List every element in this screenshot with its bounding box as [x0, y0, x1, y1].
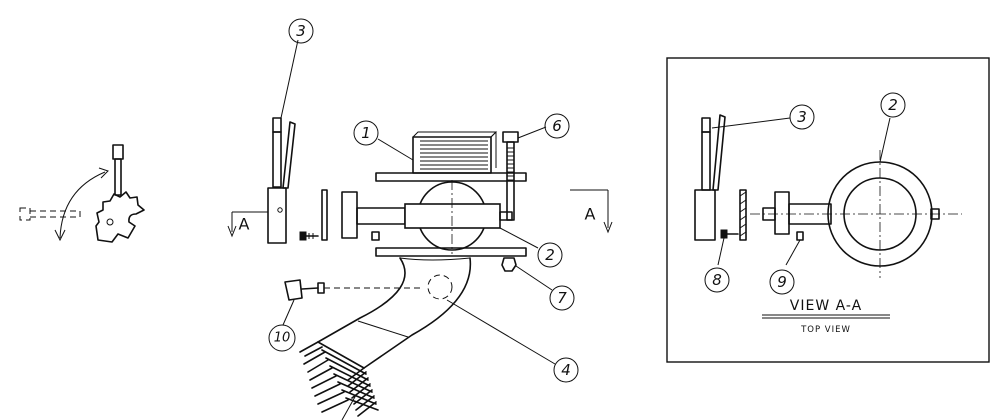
section-mark-right: A	[585, 205, 596, 224]
part-6-bolt	[502, 126, 547, 221]
svg-text:9: 9	[777, 273, 787, 291]
inset-callout-2: 2	[880, 92, 906, 118]
svg-text:2: 2	[545, 246, 555, 264]
svg-text:1: 1	[361, 124, 371, 142]
section-line-right	[570, 189, 613, 234]
gear-segment-icon	[95, 191, 145, 243]
gear-detail	[19, 144, 145, 243]
svg-text:10: 10	[274, 331, 291, 346]
washer-edge	[321, 189, 328, 241]
svg-text:3: 3	[296, 22, 306, 40]
section-mark-left: A	[239, 215, 250, 234]
corrugated-hose	[299, 341, 379, 420]
inset-callout-3: 3	[789, 104, 815, 130]
svg-text:6: 6	[552, 117, 562, 135]
part-8-screw	[299, 231, 319, 241]
svg-text:7: 7	[557, 289, 567, 307]
part-7-nut	[501, 257, 553, 291]
view-subtitle: TOP VIEW	[800, 325, 851, 335]
callout-6: 6	[544, 113, 570, 139]
svg-text:8: 8	[712, 271, 722, 289]
part-10-plug	[282, 274, 453, 326]
svg-text:2: 2	[888, 96, 898, 114]
callout-1: 1	[353, 120, 379, 146]
section-line-left	[227, 211, 268, 238]
callout-4: 4	[553, 357, 579, 383]
svg-text:4: 4	[561, 361, 571, 379]
callout-9: 9	[769, 269, 795, 295]
callout-8: 8	[704, 267, 730, 293]
part-3-lever	[267, 39, 299, 244]
callout-3: 3	[288, 18, 314, 44]
part-4-elbow	[317, 257, 556, 369]
bottom-flange	[375, 247, 527, 257]
part-9-nut	[371, 231, 380, 241]
callout-7: 7	[549, 285, 575, 311]
svg-text:3: 3	[797, 108, 807, 126]
part-1-screen	[377, 131, 498, 174]
view-title: VIEW A-A	[790, 298, 862, 314]
view-a-a-inset: 2 3 8 9 VIEW A-A TOP VIEW	[666, 57, 990, 363]
part-2-valve-body	[341, 180, 539, 254]
callout-10: 10	[268, 324, 296, 352]
callout-2: 2	[537, 242, 563, 268]
top-flange	[375, 172, 527, 182]
